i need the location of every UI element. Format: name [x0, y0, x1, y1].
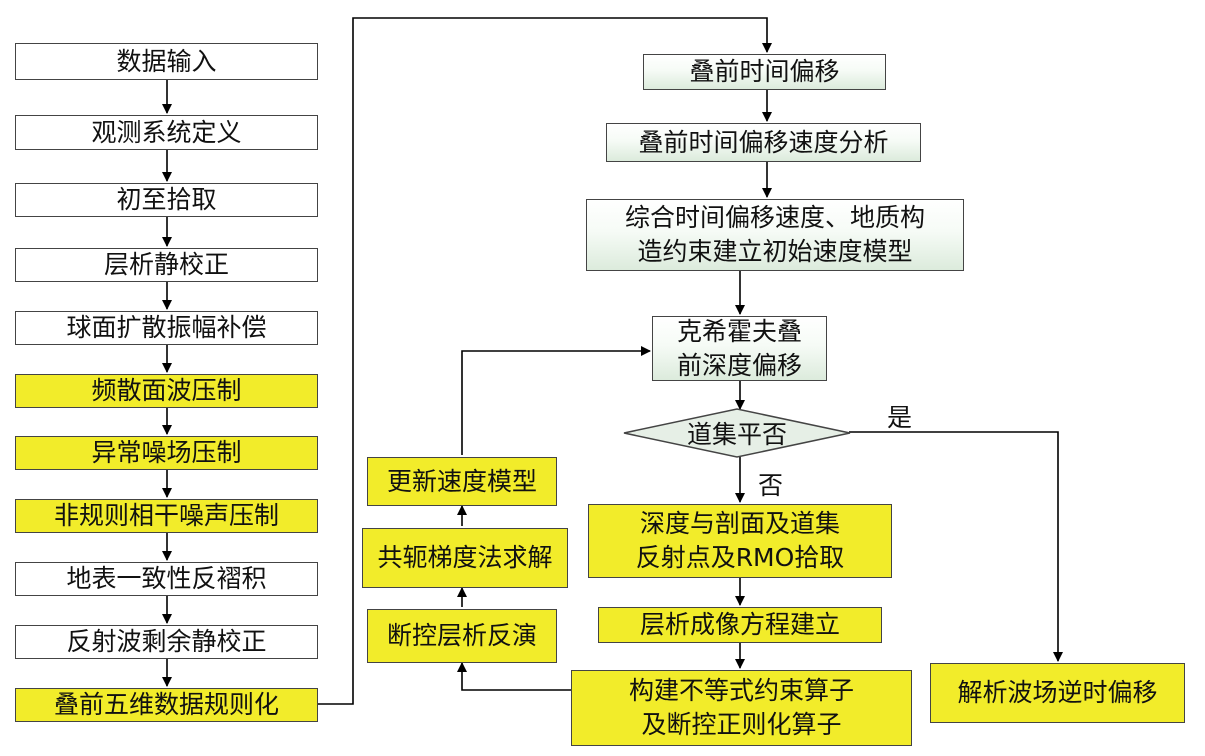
step-label: 球面扩散振幅补偿: [66, 313, 267, 342]
step-kirchhoff-psdm: 克希霍夫叠 前深度偏移: [652, 316, 827, 381]
step-label: 地表一致性反褶积: [66, 564, 267, 593]
step-ptm-velocity-analysis: 叠前时间偏移速度分析: [606, 123, 921, 162]
step-fault-controlled-tomography: 断控层析反演: [367, 609, 557, 663]
step-label: 共轭梯度法求解: [377, 543, 553, 572]
step-label: 频散面波压制: [91, 376, 242, 405]
step-abnormal-noise-suppression: 异常噪场压制: [15, 436, 318, 470]
step-geometry-definition: 观测系统定义: [15, 115, 318, 150]
step-label: 非规则相干噪声压制: [53, 501, 279, 530]
branch-no-label: 否: [758, 471, 784, 500]
step-depth-rmo-picking: 深度与剖面及道集 反射点及RMO拾取: [588, 504, 892, 578]
step-constraint-operators: 构建不等式约束算子 及断控正则化算子: [571, 670, 912, 746]
step-label: 解析波场逆时偏移: [957, 678, 1158, 707]
connector-update-to-kirchhoff: [461, 346, 651, 455]
decision-diamond: [623, 408, 851, 458]
step-label: 克希霍夫叠 前深度偏移: [676, 316, 802, 380]
step-label: 数据输入: [116, 46, 217, 76]
step-label: 叠前时间偏移: [689, 57, 840, 86]
step-5d-regularization: 叠前五维数据规则化: [15, 688, 318, 722]
step-data-input: 数据输入: [15, 43, 318, 80]
step-label: 层析静校正: [103, 250, 229, 279]
connector-operator-to-fault-inversion: [457, 662, 571, 691]
connector-regularization-to-ptm: [318, 17, 772, 705]
step-tomography-equation: 层析成像方程建立: [598, 607, 882, 643]
decision-label: 道集平否: [686, 420, 787, 449]
step-label: 观测系统定义: [91, 117, 242, 147]
step-label: 更新速度模型: [386, 466, 537, 496]
step-tomo-statics: 层析静校正: [15, 248, 318, 282]
step-amplitude-compensation: 球面扩散振幅补偿: [15, 311, 318, 345]
step-first-break-picking: 初至拾取: [15, 183, 318, 217]
step-label: 构建不等式约束算子 及断控正则化算子: [628, 676, 854, 739]
decision-gather-flat: 道集平否: [625, 412, 849, 454]
step-update-velocity-model: 更新速度模型: [367, 457, 557, 506]
step-surface-consistent-decon: 地表一致性反褶积: [15, 562, 318, 596]
step-surface-wave-suppression: 频散面波压制: [15, 374, 318, 408]
step-prestack-time-migration: 叠前时间偏移: [643, 54, 886, 90]
connector-yes-to-rtm: [849, 431, 1063, 662]
step-residual-statics: 反射波剩余静校正: [15, 625, 318, 659]
step-label: 断控层析反演: [386, 621, 537, 650]
step-label: 初至拾取: [116, 185, 217, 214]
step-coherent-noise-suppression: 非规则相干噪声压制: [15, 499, 318, 533]
step-label: 叠前五维数据规则化: [53, 690, 279, 719]
step-label: 综合时间偏移速度、地质构 造约束建立初始速度模型: [624, 203, 925, 266]
step-initial-velocity-model: 综合时间偏移速度、地质构 造约束建立初始速度模型: [586, 199, 964, 271]
step-label: 层析成像方程建立: [639, 610, 840, 639]
step-label: 异常噪场压制: [91, 438, 242, 467]
branch-yes-label: 是: [887, 403, 913, 432]
step-label: 反射波剩余静校正: [66, 627, 267, 656]
step-conjugate-gradient: 共轭梯度法求解: [362, 528, 568, 588]
step-reverse-time-migration: 解析波场逆时偏移: [930, 663, 1185, 723]
step-label: 深度与剖面及道集 反射点及RMO拾取: [635, 509, 845, 572]
step-label: 叠前时间偏移速度分析: [638, 127, 889, 157]
